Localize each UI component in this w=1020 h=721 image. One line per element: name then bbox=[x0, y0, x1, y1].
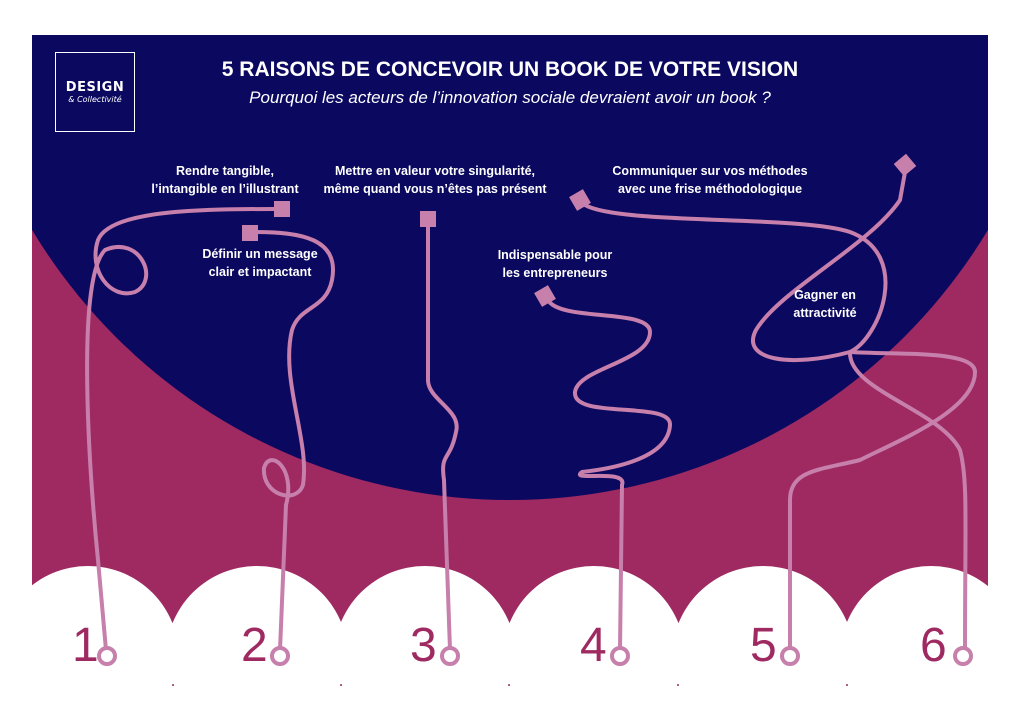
number-3: 3 bbox=[410, 619, 437, 672]
design-collectivite-logo: DESIGN & Collectivité bbox=[55, 52, 135, 132]
page-subtitle: Pourquoi les acteurs de l’innovation soc… bbox=[249, 88, 771, 107]
string-end-square bbox=[274, 201, 290, 217]
number-5: 5 bbox=[750, 619, 777, 672]
string-end-ring bbox=[270, 646, 290, 666]
string-6 bbox=[788, 350, 978, 652]
page-title: 5 RAISONS DE CONCEVOIR UN BOOK DE VOTRE … bbox=[221, 58, 799, 81]
logo-line-2: & Collectivité bbox=[68, 95, 122, 104]
string-end-square bbox=[569, 189, 591, 211]
reason-label-1: Rendre tangible,l’intangible en l’illust… bbox=[151, 164, 299, 196]
number-4: 4 bbox=[580, 619, 607, 672]
string-1 bbox=[85, 207, 278, 652]
logo-line-1: DESIGN bbox=[65, 80, 125, 95]
scallops bbox=[0, 566, 1020, 721]
number-1: 1 bbox=[72, 619, 99, 672]
string-end-ring bbox=[610, 646, 630, 666]
string-end-ring bbox=[97, 646, 117, 666]
string-end-ring bbox=[953, 646, 973, 666]
string-4 bbox=[546, 298, 672, 652]
string-3 bbox=[426, 223, 459, 652]
string-end-ring bbox=[440, 646, 460, 666]
reason-label-3: Mettre en valeur votre singularité,même … bbox=[323, 164, 547, 196]
string-2 bbox=[253, 230, 336, 652]
string-end-square bbox=[420, 211, 436, 227]
number-6: 6 bbox=[920, 619, 947, 672]
number-2: 2 bbox=[241, 619, 268, 672]
string-end-ring bbox=[780, 646, 800, 666]
string-end-square bbox=[242, 225, 258, 241]
string-7 bbox=[847, 350, 968, 652]
string-end-square bbox=[534, 285, 556, 307]
string-end-square bbox=[893, 153, 917, 177]
